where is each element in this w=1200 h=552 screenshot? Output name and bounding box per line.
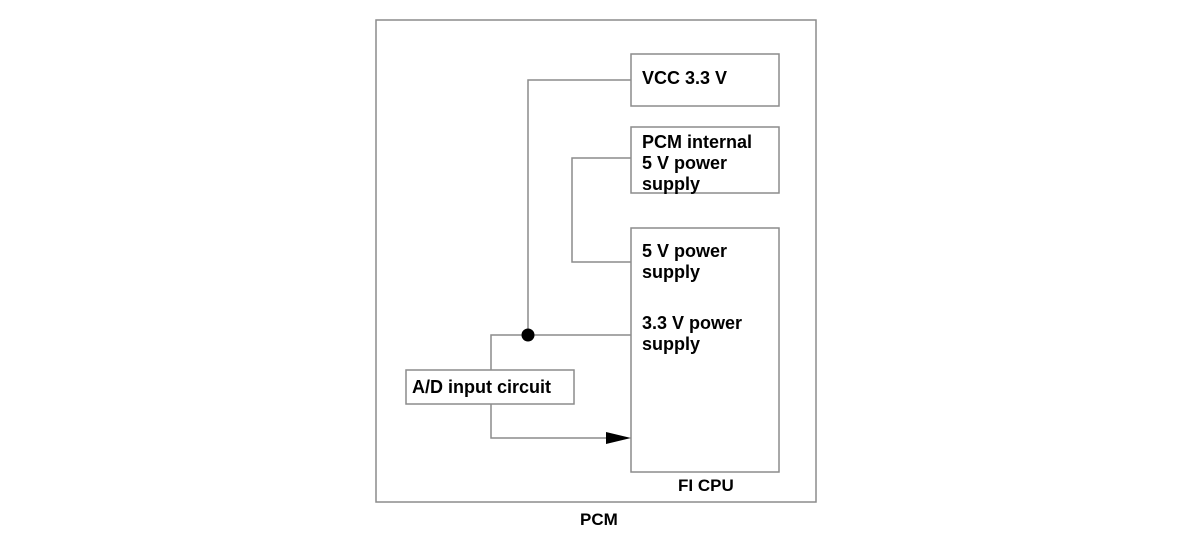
- vcc-wire: [527, 79, 631, 335]
- pcm-5v-wire: [571, 157, 631, 263]
- ad-input-box: [405, 369, 575, 405]
- ad-output-wire: [490, 404, 612, 439]
- fi-cpu-label: FI CPU: [678, 476, 734, 495]
- ad-input-label: A/D input circuit: [412, 377, 551, 397]
- pcm-internal-supply-box: [630, 126, 780, 194]
- junction-dot: [521, 328, 535, 342]
- fi-cpu-33v-input-label: 3.3 V power supply: [642, 313, 743, 354]
- vcc-label: VCC 3.3 V: [642, 68, 728, 88]
- vcc-box: [630, 53, 780, 107]
- fi-cpu-5v-input-label: 5 V power supply: [642, 241, 728, 282]
- vcc-to-ad-wire: [490, 334, 528, 370]
- pcm-internal-supply-label: PCM internal 5 V power supply: [642, 132, 753, 194]
- pcm-label: PCM: [580, 510, 618, 529]
- fi-cpu-box: [630, 227, 780, 473]
- pcm-frame: [375, 19, 817, 503]
- arrow-head-icon: [606, 432, 631, 444]
